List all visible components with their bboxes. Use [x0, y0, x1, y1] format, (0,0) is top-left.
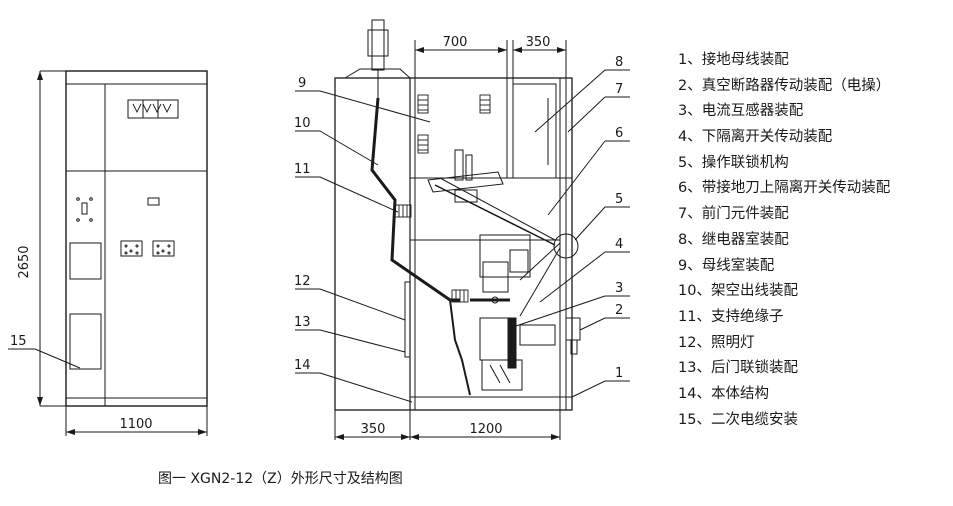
parts-legend: 1、接地母线装配 2、真空断路器传动装配（电操） 3、电流互感器装配 4、下隔离…	[678, 48, 948, 433]
dim-side-bottom-right: 1200	[469, 422, 502, 437]
front-view	[8, 70, 208, 436]
callout-11: 11	[294, 162, 311, 177]
figure-caption: 图一 XGN2-12（Z）外形尺寸及结构图	[158, 471, 403, 487]
callout-15: 15	[10, 334, 27, 349]
legend-item: 6、带接地刀上隔离开关传动装配	[678, 180, 891, 197]
legend-item: 14、本体结构	[678, 385, 769, 402]
callout-12: 12	[294, 274, 311, 289]
legend-item: 13、后门联锁装配	[678, 360, 798, 377]
relay-room	[512, 83, 557, 179]
callout-6: 6	[615, 126, 623, 141]
viewing-window-upper	[69, 242, 102, 280]
callout-14: 14	[294, 358, 311, 373]
current-transformer	[479, 317, 581, 391]
callout-1: 1	[615, 366, 623, 381]
dim-side-top-left: 700	[443, 35, 468, 50]
legend-item: 3、电流互感器装配	[678, 103, 804, 120]
viewing-window-lower	[69, 313, 102, 370]
dim-front-height: 2650	[17, 245, 32, 278]
interlock-mechanism	[553, 233, 579, 259]
dim-front-width: 1100	[119, 417, 152, 432]
legend-item: 8、继电器室装配	[678, 231, 789, 248]
callout-8: 8	[615, 55, 623, 70]
callout-9: 9	[298, 76, 306, 91]
callout-2: 2	[615, 303, 623, 318]
legend-item: 5、操作联锁机构	[678, 154, 789, 171]
button-panel-2	[152, 240, 175, 257]
lighting-lamp	[404, 281, 411, 358]
callout-4: 4	[615, 237, 623, 252]
legend-item: 4、下隔离开关传动装配	[678, 129, 833, 146]
indicator-window	[147, 197, 160, 206]
top-bushing	[371, 19, 385, 71]
legend-item: 11、支持绝缘子	[678, 308, 784, 325]
callout-13: 13	[294, 315, 311, 330]
button-panel-1	[120, 240, 143, 257]
dim-side-bottom-left: 350	[361, 422, 386, 437]
legend-item: 10、架空出线装配	[678, 283, 798, 300]
callout-5: 5	[615, 192, 623, 207]
callout-10: 10	[294, 116, 311, 131]
callout-7: 7	[615, 82, 623, 97]
legend-item: 12、照明灯	[678, 334, 755, 351]
vacuum-breaker	[470, 234, 531, 304]
legend-item: 1、接地母线装配	[678, 52, 789, 68]
legend-item: 2、真空断路器传动装配（电操）	[678, 77, 891, 94]
door-handle	[81, 202, 88, 215]
legend-item: 7、前门元件装配	[678, 206, 789, 223]
side-cabinet-outline	[334, 77, 573, 411]
legend-item: 9、母线室装配	[678, 257, 775, 274]
side-view	[295, 19, 630, 440]
dim-side-top-right: 350	[526, 35, 551, 50]
callout-3: 3	[615, 281, 623, 296]
front-cabinet-outline	[65, 70, 208, 407]
overhead-outgoing-cable	[370, 97, 460, 302]
meter-panel	[127, 99, 179, 119]
upper-disconnector	[427, 149, 556, 246]
legend-item: 15、二次电缆安装	[678, 411, 798, 428]
